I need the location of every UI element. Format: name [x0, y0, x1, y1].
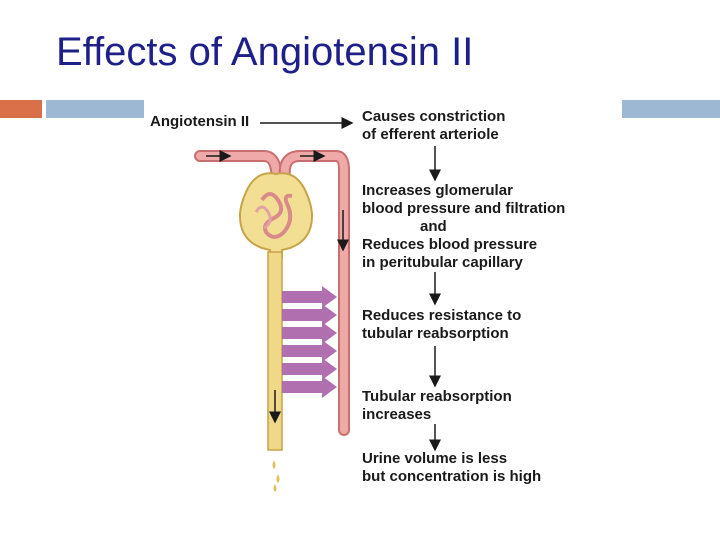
step-glomerular-pressure: Increases glomerular blood pressure and …	[362, 182, 565, 272]
step-text-line: increases	[362, 406, 432, 423]
slide-title: Effects of Angiotensin II	[56, 30, 474, 74]
nephron-illustration	[194, 117, 441, 492]
step-reabsorption-increases: Tubular reabsorption increases	[362, 388, 512, 424]
step-text-line: Reduces blood pressure	[362, 236, 538, 253]
step-text-line: in peritubular capillary	[362, 254, 523, 271]
title-underline-blue-right	[622, 100, 720, 118]
step-text-line: blood pressure and filtration	[362, 200, 566, 217]
step-urine-outcome: Urine volume is less but concentration i…	[362, 450, 541, 486]
step-text-line: but concentration is high	[362, 468, 542, 485]
blood-flow-arrows	[206, 150, 349, 424]
step-text-line: tubular reabsorption	[362, 325, 509, 342]
step-text-line: of efferent arteriole	[362, 126, 499, 143]
step-constriction: Causes constriction of efferent arteriol…	[362, 108, 505, 144]
urine-drops-icon	[272, 460, 280, 492]
step-text-line: Tubular reabsorption	[362, 388, 512, 405]
step-text-line: Reduces resistance to	[362, 307, 522, 324]
step-text-line: Increases glomerular	[362, 182, 513, 199]
step-text-line: Causes constriction	[362, 108, 506, 125]
title-underline-blue-left	[46, 100, 144, 118]
title-underline-orange	[0, 100, 42, 118]
afferent-arteriole	[194, 150, 284, 188]
reabsorption-arrows	[282, 286, 337, 398]
angiotensin-label: Angiotensin II	[150, 113, 250, 130]
glomerulus	[238, 172, 314, 259]
step-text-line: and	[420, 218, 447, 235]
step-text-line: Urine volume is less	[362, 450, 508, 467]
step-reduced-resistance: Reduces resistance to tubular reabsorpti…	[362, 307, 521, 343]
angiotensin-flow-diagram: Angiotensin II Causes constriction of ef…	[144, 100, 622, 500]
